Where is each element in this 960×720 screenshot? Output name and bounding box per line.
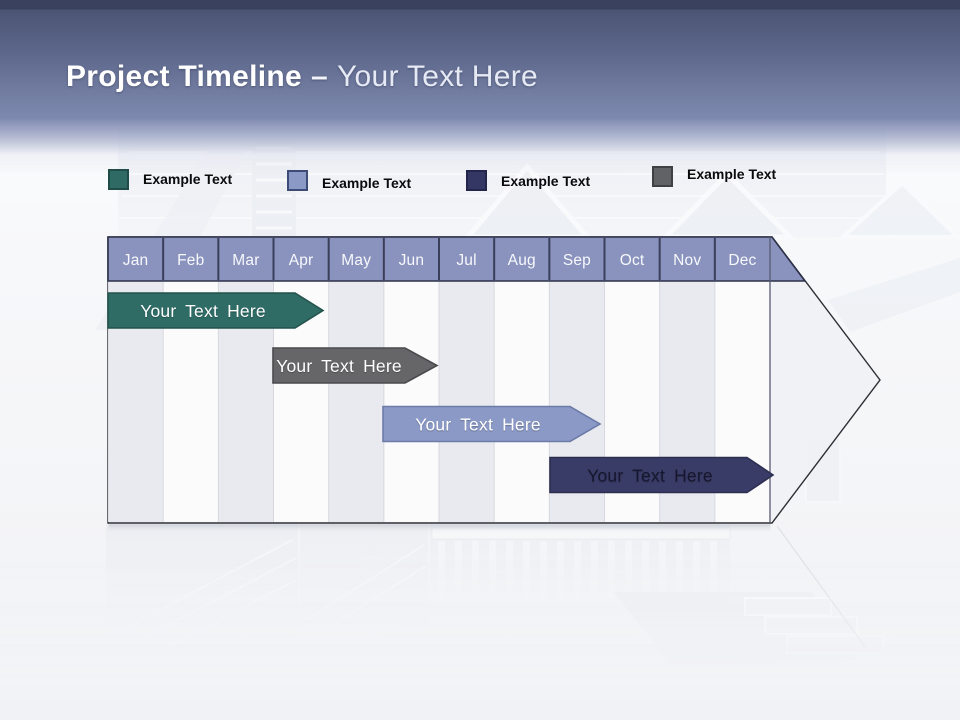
legend-label-4: Example Text [687,166,777,182]
month-header-cell-aug: Aug [508,252,536,269]
bar-1-label: Your Text Here [140,301,266,321]
month-header-cell-jun: Jun [399,252,425,269]
legend-label-2: Example Text [322,175,412,191]
title-primary: Project Timeline [66,60,302,93]
page-title: Project Timeline–Your Text Here [66,60,538,94]
month-column-aug [494,281,550,522]
bar-3-shape [382,405,602,443]
month-header-cell-sep: Sep [563,252,591,269]
bar-3-label: Your Text Here [415,415,541,435]
legend-swatch-2 [287,170,308,191]
month-header-cell-oct: Oct [620,252,645,269]
month-header-cell-feb: Feb [177,252,204,269]
month-header-cell-jan: Jan [123,252,149,269]
bar-4-label: Your Text Here [587,466,713,486]
legend-swatch-4 [652,166,673,187]
month-column-jun [383,281,439,522]
month-header-layer: Jan Feb Mar Apr May Jun Jul Aug Sep Oct Nov Dec [123,238,756,280]
legend-label-1: Example Text [143,171,233,187]
month-header-cell-mar: Mar [232,252,259,269]
legend-item-1: Example Text [108,169,232,190]
month-header-cell-nov: Nov [673,252,701,269]
bar-4-shape [549,456,775,494]
month-header-cell-jul: Jul [456,252,476,269]
month-header-cell-dec: Dec [728,252,756,269]
legend-item-2: Example Text [287,170,411,191]
legend-swatch-1 [108,169,129,190]
month-header-cell-may: May [341,252,371,269]
month-column-jul [439,281,495,522]
bar-2-shape [272,347,439,384]
bar-1-shape [107,292,325,329]
table-reflection [108,524,771,534]
legend-label-3: Example Text [501,173,591,189]
month-column-may [328,281,384,522]
month-header-cell-apr: Apr [289,252,314,269]
month-header-band [107,236,807,282]
title-separator: – [311,60,328,93]
legend-item-3: Example Text [466,170,590,191]
title-secondary: Your Text Here [337,60,538,93]
legend-swatch-3 [466,170,487,191]
bar-2-label: Your Text Here [276,356,402,376]
legend-item-4: Example Text [652,166,776,187]
